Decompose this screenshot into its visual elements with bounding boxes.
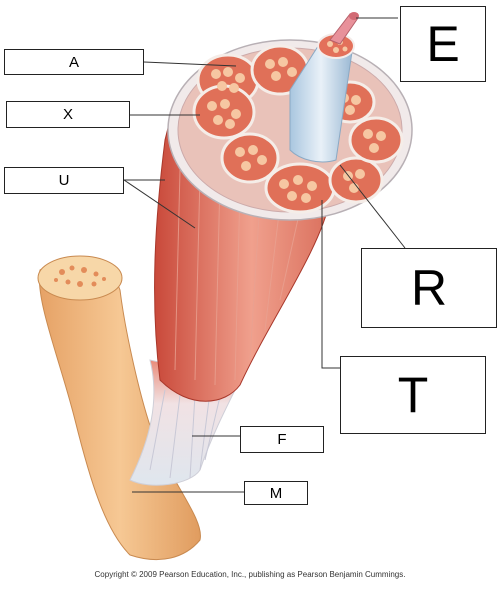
label-box-e[interactable]: E [400, 6, 486, 82]
label-box-m[interactable]: M [244, 481, 308, 505]
label-box-f[interactable]: F [240, 426, 324, 453]
muscle-cross-section [167, 12, 413, 221]
label-box-a[interactable]: A [4, 49, 144, 75]
label-box-r[interactable]: R [361, 248, 497, 328]
label-box-t[interactable]: T [340, 356, 486, 434]
leader-lines [123, 17, 406, 493]
label-box-x[interactable]: X [6, 101, 130, 128]
copyright-notice: Copyright © 2009 Pearson Education, Inc.… [94, 570, 406, 579]
label-box-u[interactable]: U [4, 167, 124, 194]
